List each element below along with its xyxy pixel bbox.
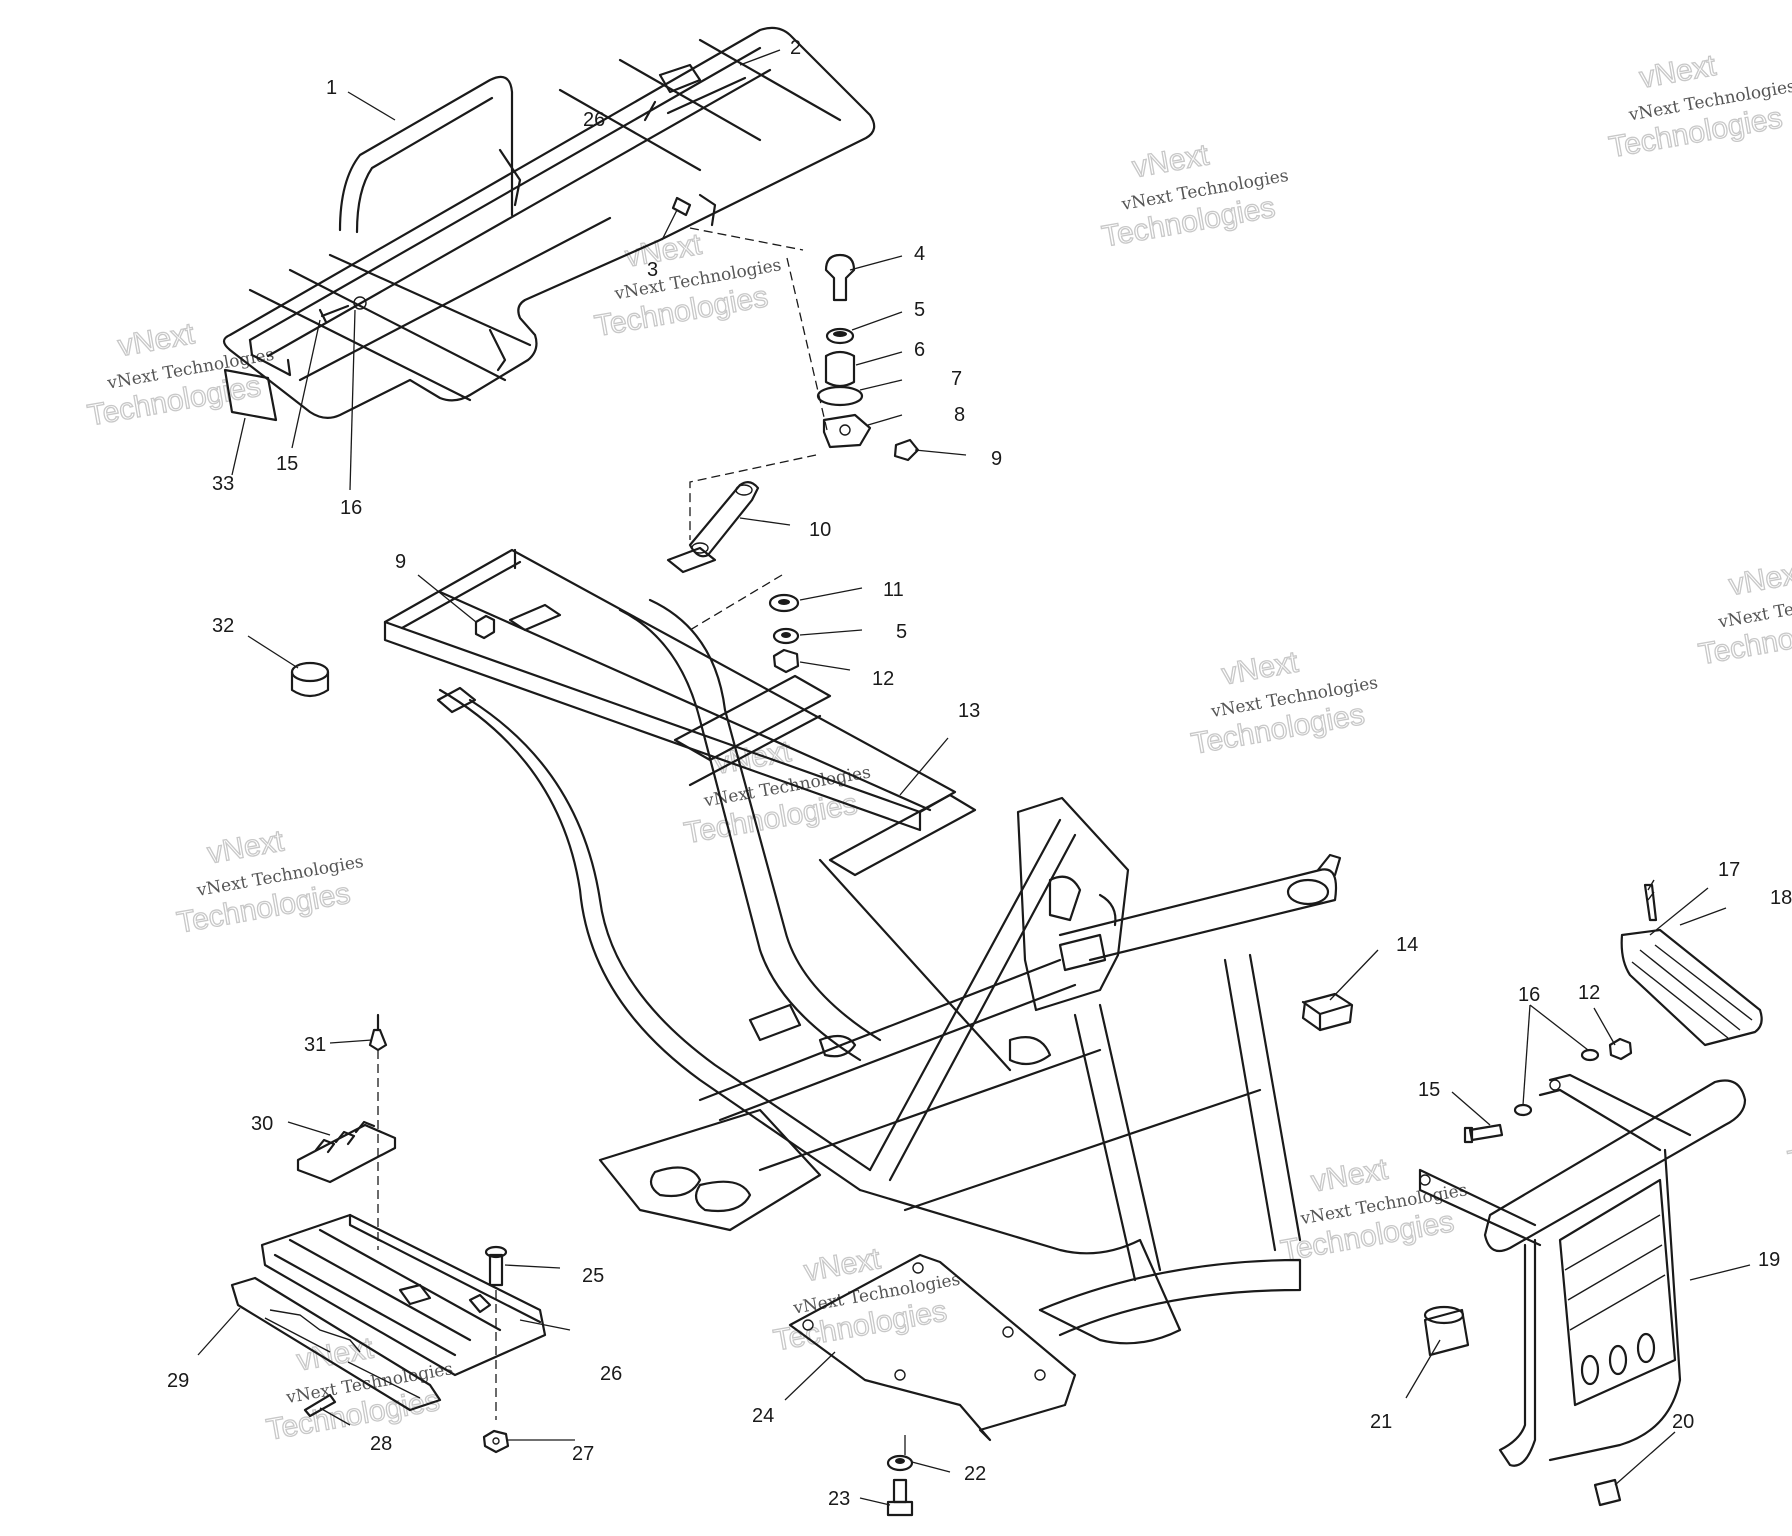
callout-18: 18 <box>1770 887 1792 909</box>
footrest-nut <box>482 1429 510 1454</box>
callout-21: 21 <box>1370 1411 1392 1433</box>
callout-4: 4 <box>914 243 925 265</box>
callout-13: 13 <box>958 700 980 722</box>
footrest-screw <box>484 1245 508 1287</box>
callout-24: 24 <box>752 1405 774 1427</box>
watermark-vnext: vNext <box>1219 646 1301 692</box>
skid-plate <box>788 1253 1077 1442</box>
rear-reflector <box>223 368 278 422</box>
watermark-vnext: vNext <box>1309 1153 1391 1199</box>
front-plug <box>1423 1305 1470 1357</box>
callout-14: 14 <box>1396 934 1418 956</box>
front-footrest <box>1620 928 1763 1047</box>
callout-25: 25 <box>582 1265 604 1287</box>
callout-12: 12 <box>872 668 894 690</box>
callout-16b: 16 <box>1518 984 1540 1006</box>
frame-plug <box>290 661 330 698</box>
rack-bolt <box>318 296 367 324</box>
callout-labels: 1 2 3 4 5 6 7 8 9 10 11 5 12 9 13 14 15 … <box>167 37 1792 1510</box>
callout-30: 30 <box>251 1113 273 1135</box>
callout-22: 22 <box>964 1463 986 1485</box>
callout-33: 33 <box>212 473 234 495</box>
skid-plate-fasteners <box>886 1435 914 1517</box>
callout-20: 20 <box>1672 1411 1694 1433</box>
footrest-pin <box>368 1013 388 1052</box>
front-cotter-pin <box>1643 879 1658 922</box>
callout-11: 11 <box>883 579 904 601</box>
callout-26: 26 <box>600 1363 622 1385</box>
front-nut <box>1608 1037 1633 1061</box>
callout-27: 27 <box>572 1443 594 1465</box>
rear-footrest <box>260 1213 547 1377</box>
assembly-lines <box>377 227 828 1420</box>
callout-23: 23 <box>828 1488 850 1510</box>
mount-washers-nut <box>768 593 800 674</box>
callout-8: 8 <box>954 404 965 426</box>
callout-6: 6 <box>914 339 925 361</box>
callout-16: 16 <box>340 497 362 519</box>
front-bumper <box>1418 1073 1747 1467</box>
callout-5b: 5 <box>896 621 907 643</box>
callout-19: 19 <box>1758 1249 1780 1271</box>
front-bolt <box>1463 1123 1504 1144</box>
callout-31: 31 <box>304 1034 326 1056</box>
footrest-cleat <box>296 1120 397 1184</box>
callout-10: 10 <box>809 519 831 541</box>
leader-lines <box>197 49 1751 1506</box>
frame-cover-block <box>1301 992 1354 1032</box>
callout-5: 5 <box>914 299 925 321</box>
main-frame <box>383 546 1342 1345</box>
footrest-cotter-pin <box>303 1393 337 1418</box>
front-bumper-bolt <box>1593 1478 1622 1507</box>
callout-15b: 15 <box>1418 1079 1440 1101</box>
callout-15: 15 <box>276 453 298 475</box>
callout-32: 32 <box>212 615 234 637</box>
rack-mount-hardware <box>671 196 920 462</box>
frame-nut <box>474 614 496 640</box>
callout-2: 2 <box>790 37 801 59</box>
watermark-technologies: Technologies <box>1785 1116 1792 1179</box>
callout-1: 1 <box>326 77 337 99</box>
callout-28: 28 <box>370 1433 392 1455</box>
rear-rack <box>222 26 876 419</box>
callout-17: 17 <box>1718 859 1740 881</box>
callout-9b: 9 <box>395 551 406 573</box>
callout-12b: 12 <box>1578 982 1600 1004</box>
callout-26b: 26 <box>583 109 605 131</box>
callout-9: 9 <box>991 448 1002 470</box>
watermark-vnext: vNext <box>1130 138 1212 184</box>
watermark-vnext: vNext <box>1726 556 1792 602</box>
callout-3: 3 <box>647 259 658 281</box>
rack-support-bracket <box>688 481 760 558</box>
footrest-trim-polaris <box>230 1276 442 1412</box>
watermark-vnext: vNext <box>205 824 287 870</box>
callout-7: 7 <box>951 368 962 390</box>
watermark-vnext: vNext <box>116 317 198 363</box>
callout-29: 29 <box>167 1370 189 1392</box>
watermark-vnext: vNext <box>1637 49 1719 95</box>
